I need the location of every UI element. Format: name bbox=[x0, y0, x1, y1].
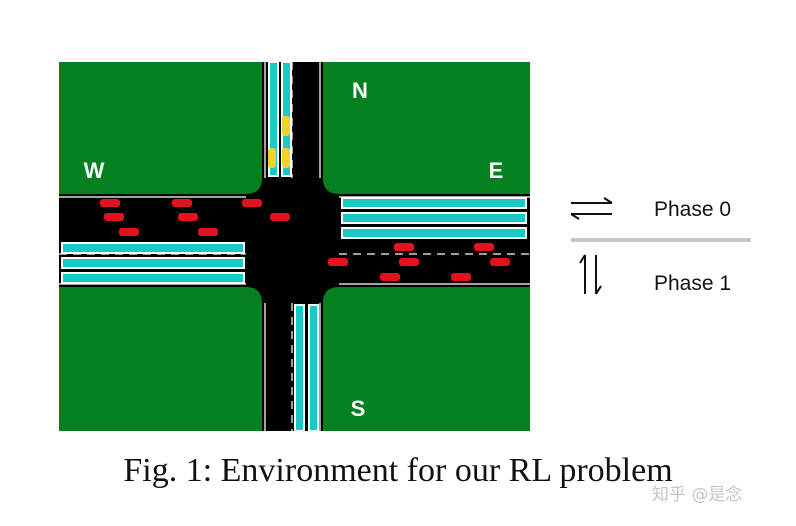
car bbox=[451, 273, 471, 281]
car bbox=[104, 213, 124, 221]
car bbox=[490, 258, 510, 266]
phase-0-label: Phase 0 bbox=[654, 198, 731, 221]
car bbox=[399, 258, 419, 266]
car bbox=[172, 199, 192, 207]
car bbox=[119, 228, 139, 236]
car bbox=[268, 148, 276, 168]
direction-label-south: S bbox=[351, 396, 366, 421]
horizontal-arrows-icon bbox=[570, 197, 613, 220]
car bbox=[282, 148, 290, 168]
grass-se bbox=[323, 287, 530, 431]
car bbox=[178, 213, 198, 221]
car bbox=[474, 243, 494, 251]
car bbox=[198, 228, 218, 236]
watermark: 知乎 @是念 bbox=[652, 485, 743, 505]
vertical-arrows-icon bbox=[579, 254, 602, 295]
direction-label-west: W bbox=[84, 158, 105, 183]
phase-legend: Phase 0 Phase 1 bbox=[570, 197, 751, 295]
car bbox=[242, 199, 262, 207]
car bbox=[394, 243, 414, 251]
car bbox=[270, 213, 290, 221]
grass-sw bbox=[59, 287, 262, 431]
direction-label-east: E bbox=[489, 158, 504, 183]
grass-nw bbox=[59, 62, 262, 194]
figure-caption: Fig. 1: Environment for our RL problem bbox=[123, 452, 673, 489]
grass-ne bbox=[323, 62, 530, 194]
car bbox=[100, 199, 120, 207]
car bbox=[380, 273, 400, 281]
phase-1-label: Phase 1 bbox=[654, 272, 731, 295]
direction-label-north: N bbox=[352, 78, 368, 103]
car bbox=[328, 258, 348, 266]
cars bbox=[100, 116, 510, 281]
car bbox=[282, 116, 290, 136]
